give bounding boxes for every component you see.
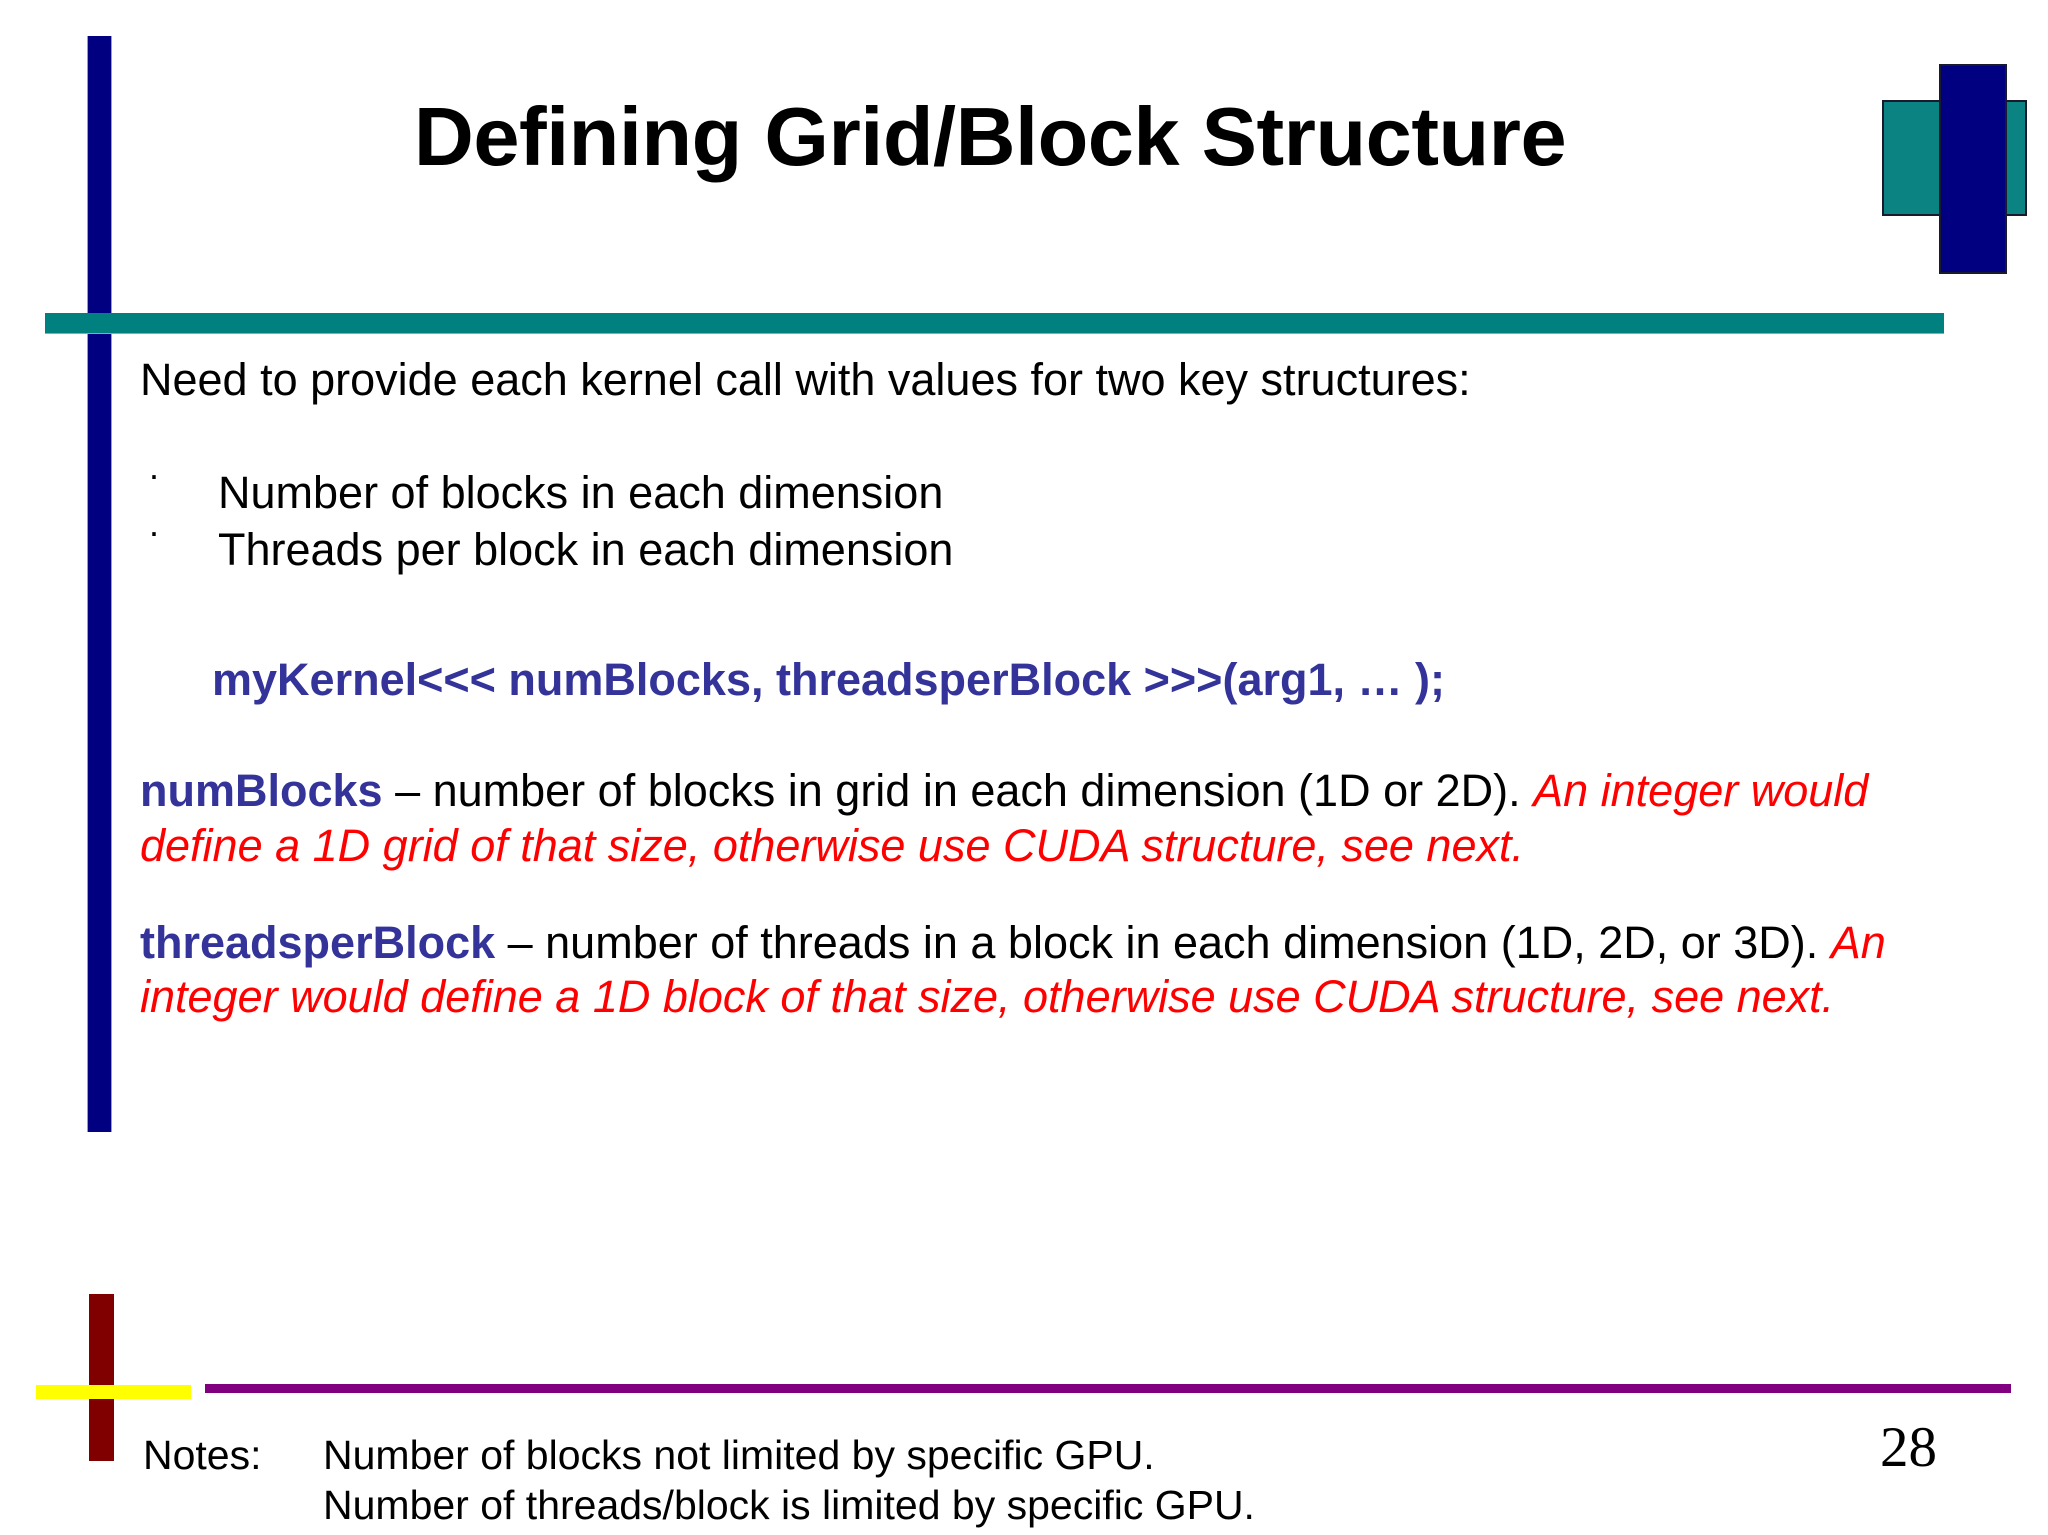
footer-notes-label: Notes:: [143, 1432, 262, 1478]
threadsperblock-plain-text: – number of threads in a block in each d…: [495, 916, 1831, 968]
numblocks-emphasis: An integer would define a 1D grid of tha…: [140, 764, 1869, 871]
numblocks-plain-text: – number of blocks in grid in each dimen…: [382, 764, 1534, 816]
page-number: 28: [1880, 1416, 1937, 1479]
list-item-label: Threads per block in each dimension: [218, 524, 954, 576]
threadsperblock-description: threadsperBlock – number of threads in a…: [140, 916, 1930, 1026]
list-item: · Threads per block in each dimension: [140, 514, 1930, 579]
numblocks-description: numBlocks – number of blocks in grid in …: [140, 764, 1930, 874]
footer-notes-line: Notes: Number of blocks not limited by sp…: [143, 1430, 1255, 1480]
numblocks-keyword: numBlocks: [140, 764, 383, 816]
decoration-navy-rectangle: [1939, 64, 2007, 274]
list-item: · Number of blocks in each dimension: [140, 457, 1930, 522]
decoration-purple-horizontal-rule: [205, 1384, 2011, 1393]
bullet-list: · Number of blocks in each dimension · T…: [140, 457, 1930, 579]
footer-notes-text: Number of blocks not limited by specific…: [323, 1432, 1155, 1478]
lead-paragraph: Need to provide each kernel call with va…: [140, 354, 1471, 405]
bullet-dot-icon: ·: [148, 511, 160, 553]
decoration-left-navy-vertical-bar: [87, 36, 112, 1132]
threadsperblock-emphasis: An integer would define a 1D block of th…: [140, 916, 1886, 1023]
list-item-label: Number of blocks in each dimension: [218, 467, 944, 519]
slide-title: Defining Grid/Block Structure: [413, 90, 1567, 183]
bullet-dot-icon: ·: [148, 454, 160, 496]
footer-notes: Notes: Number of blocks not limited by sp…: [143, 1430, 1255, 1530]
kernel-launch-code: myKernel<<< numBlocks, threadsperBlock >…: [212, 653, 1445, 705]
footer-notes-line: Number of threads/block is limited by sp…: [143, 1480, 1255, 1530]
decoration-teal-horizontal-rule: [45, 313, 1944, 334]
slide-body: Need to provide each kernel call with va…: [140, 354, 1930, 1026]
decoration-dark-red-vertical-bar: [89, 1294, 114, 1461]
threadsperblock-keyword: threadsperBlock: [140, 916, 496, 968]
decoration-yellow-horizontal-bar: [36, 1385, 191, 1399]
footer-notes-text: Number of threads/block is limited by sp…: [323, 1482, 1255, 1529]
